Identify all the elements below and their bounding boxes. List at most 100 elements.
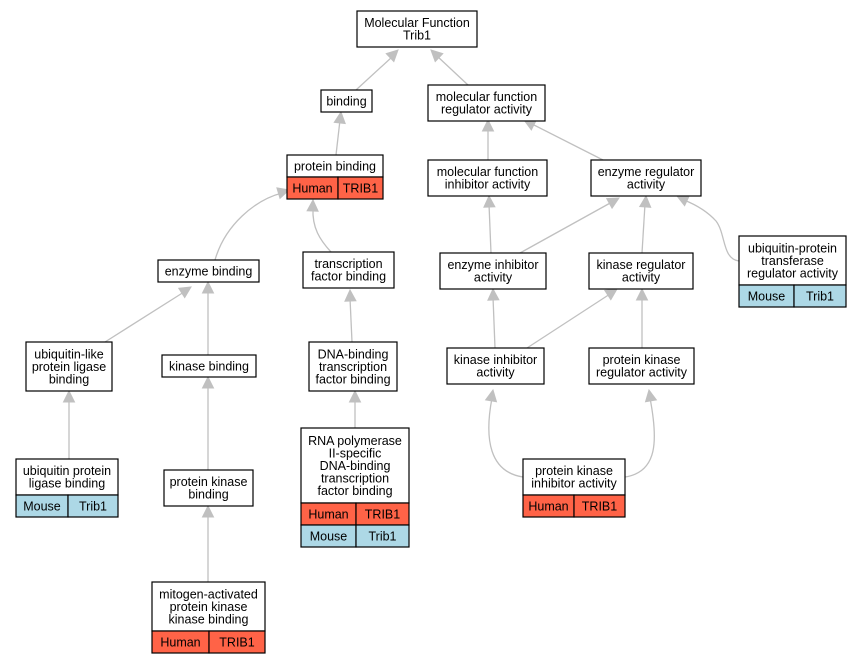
gene-label: Trib1 [79,500,107,514]
term-label-line: ubiquitin protein [23,464,111,478]
edge-line [349,297,353,343]
term-label-line: enzyme binding [165,264,253,278]
term-box [446,347,545,385]
term-label-line: mitogen-activated [159,587,258,601]
gene-cell [337,176,384,200]
term-label-line: kinase regulator [597,258,686,272]
edge-arrowhead [333,110,346,125]
term-box [590,159,702,197]
edge-line [355,56,393,91]
term-label-line: DNA-binding [318,347,389,361]
edge-arrowhead [481,118,495,132]
term-label-line: kinase binding [169,612,249,626]
term-label-line: protein kinase [170,475,248,489]
gene-label: Trib1 [368,530,396,544]
edge-arrowhead [487,287,500,301]
term-box [308,341,398,392]
edge-arrowhead [201,280,215,294]
edge-line [312,207,332,253]
go-term-node-rnap[interactable]: RNA polymeraseII-specificDNA-bindingtran… [300,427,410,548]
term-label-line: kinase inhibitor [454,353,537,367]
go-term-node-eb[interactable]: enzyme binding [157,259,260,283]
term-box [522,458,626,496]
term-label-line: regulator activity [441,103,533,117]
term-box [738,235,847,286]
go-term-node-bind[interactable]: binding [320,89,373,113]
edge-arrowhead [605,197,620,210]
edge-line [488,203,492,254]
species-label: Mouse [748,290,786,304]
term-label-line: transcription [319,360,387,374]
term-label-line: transcription [314,257,382,271]
term-label-line: factor binding [311,270,386,284]
gene-label: TRIB1 [365,508,400,522]
term-label-line: inhibitor activity [445,178,531,192]
edge-line [641,203,646,254]
edge-line [335,119,341,156]
gene-cell [67,494,119,518]
edge-arrowhead [635,287,649,301]
gene-cell [208,630,266,654]
edge-line [531,123,604,161]
term-label-line: kinase binding [169,359,249,373]
term-label-line: factor binding [317,484,392,498]
term-label-line: RNA polymerase [308,434,402,448]
term-label-line: activity [622,271,661,285]
edge-arrowhead [644,388,658,403]
term-label-line: Molecular Function [364,16,470,30]
edge-line [104,291,185,343]
edge-arrowhead [430,49,444,63]
edge-line [519,201,613,254]
term-box [300,427,410,504]
term-box [302,251,395,289]
term-label-line: II-specific [329,446,382,460]
term-label-line: binding [326,94,366,108]
species-label: Mouse [23,500,61,514]
edge-line [526,293,611,349]
edge-line [492,296,496,349]
term-label-line: protein kinase [170,600,248,614]
term-label-line: molecular function [437,165,538,179]
edge-line [488,397,524,478]
term-box [163,469,254,507]
term-box [15,458,119,496]
go-term-node-kb[interactable]: kinase binding [161,354,257,378]
edge-arrowhead [306,198,319,212]
term-label-line: enzyme regulator [598,165,695,179]
edge-arrowhead [201,504,215,518]
term-label-line: ligase binding [29,477,105,491]
species-label: Mouse [310,530,348,544]
term-box [157,259,260,283]
species-label: Human [528,500,568,514]
term-label-line: inhibitor activity [531,477,617,491]
term-label-line: factor binding [315,372,390,386]
edge-arrowhead [638,194,652,208]
term-box [151,581,266,632]
edge-arrowhead [177,286,192,299]
edge-arrowhead [201,375,215,389]
gene-label: Trib1 [806,290,834,304]
term-box [320,89,373,113]
term-label-line: protein kinase [535,464,613,478]
term-box [25,341,113,392]
